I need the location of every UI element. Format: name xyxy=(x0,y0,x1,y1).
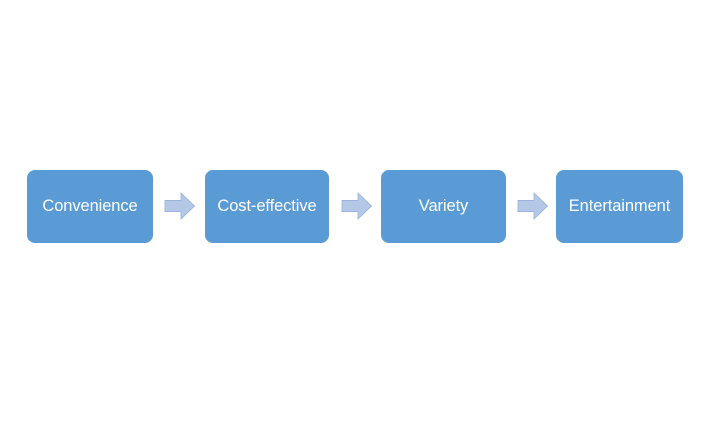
right-arrow-icon xyxy=(341,191,373,221)
right-arrow-icon xyxy=(164,191,196,221)
process-step-3-label: Variety xyxy=(418,197,469,216)
process-step-4-label: Entertainment xyxy=(568,197,671,216)
process-step-2[interactable]: Cost-effective xyxy=(205,170,329,243)
process-flow: Convenience Cost-effective Variety Enter… xyxy=(0,170,717,243)
process-step-4[interactable]: Entertainment xyxy=(556,170,683,243)
process-step-2-label: Cost-effective xyxy=(217,197,317,216)
right-arrow-icon xyxy=(517,191,549,221)
process-step-3[interactable]: Variety xyxy=(381,170,506,243)
process-step-1-label: Convenience xyxy=(42,197,138,216)
process-step-1[interactable]: Convenience xyxy=(27,170,153,243)
